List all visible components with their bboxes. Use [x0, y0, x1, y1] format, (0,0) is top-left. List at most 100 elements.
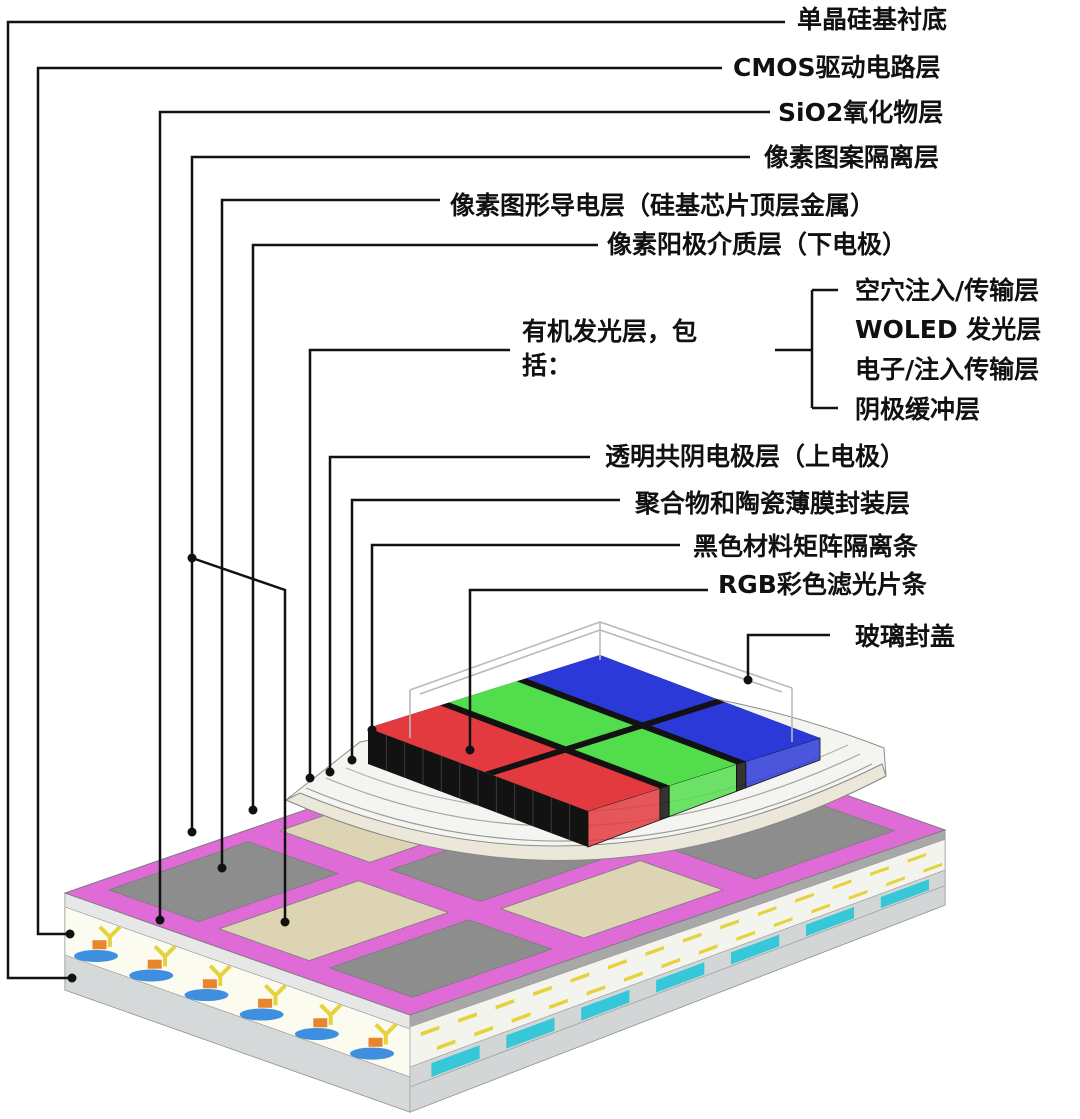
cyan-well: [506, 1017, 555, 1049]
circuit-yellow-via: [264, 984, 287, 1006]
yellow-metal-dash: [608, 959, 627, 970]
leader-encapsulation: [347, 498, 620, 765]
circuit-orange-contact: [258, 998, 273, 1008]
yellow-metal-dash: [795, 892, 814, 903]
yellow-metal-dash: [511, 1012, 531, 1023]
label-cmos: CMOS驱动电路层: [733, 53, 940, 82]
label-oxide: SiO2氧化物层: [778, 98, 943, 127]
pixel-electrode-cell: [218, 880, 450, 962]
yellow-metal-dash: [624, 971, 643, 982]
leader-oxide: [155, 110, 770, 925]
circuit-blue-well: [129, 969, 174, 982]
leader-conductive: [217, 198, 440, 873]
circuit-orange-contact: [147, 959, 162, 969]
label-glass: 玻璃封盖: [855, 622, 955, 651]
circuit-blue-well: [184, 989, 229, 1002]
cyan-well: [880, 879, 929, 909]
circuit-yellow-via: [153, 944, 177, 967]
color-filter-cell: [368, 705, 557, 772]
circuit-blue-well: [74, 949, 119, 962]
right-face-layers: [409, 829, 946, 1113]
label-color-filter: RGB彩色滤光片条: [718, 570, 928, 599]
cyan-well: [731, 934, 780, 965]
circuit-orange-contact: [92, 940, 107, 950]
cmos-circuit-detail: [64, 892, 411, 1113]
color-filter-cell: [493, 752, 660, 811]
leader-substrate: [6, 20, 785, 983]
circuit-orange-contact: [368, 1037, 383, 1047]
leader-cathode: [325, 455, 590, 777]
circuit-orange-contact: [202, 979, 217, 989]
cream-band: [284, 763, 887, 861]
circuit-blue-well: [239, 1008, 284, 1021]
label-conductive: 像素图形导电层（硅基芯片顶层金属）: [450, 191, 875, 220]
label-organic-sub-electron: 电子/注入传输层: [855, 355, 1039, 384]
yellow-metal-dash: [811, 903, 830, 914]
label-anode: 像素阳极介质层（下电极）: [607, 230, 907, 259]
yellow-metal-dash: [495, 999, 515, 1010]
yellow-metal-dash: [474, 1025, 493, 1037]
yellow-metal-dash: [570, 972, 590, 983]
label-organic-sub-woled: WOLED 发光层: [855, 315, 1041, 344]
leader-black-matrix: [367, 543, 680, 735]
pixel-electrode-cell: [499, 860, 725, 939]
rgb-color-filter-block: [368, 655, 821, 848]
yellow-metal-dash: [886, 876, 905, 887]
color-filter-cell: [574, 728, 737, 786]
label-substrate: 单晶硅基衬底: [797, 5, 947, 34]
label-black-matrix: 黑色材料矩阵隔离条: [693, 532, 919, 561]
yellow-metal-dash: [420, 1025, 440, 1037]
leader-glass: [743, 633, 830, 685]
cyan-well: [805, 906, 854, 937]
label-organic-sub-hole: 空穴注入/传输层: [855, 276, 1039, 305]
yellow-metal-dash: [549, 998, 568, 1010]
leader-cmos: [36, 66, 722, 939]
circuit-blue-well: [294, 1028, 339, 1041]
pixel-electrode-cell: [328, 919, 553, 998]
leader-organic: [305, 348, 510, 783]
organic-bracket: [775, 288, 838, 410]
pixel-electrode-cell: [107, 841, 340, 923]
circuit-yellow-via: [208, 964, 232, 986]
glass-cover-box: [409, 621, 793, 742]
label-cathode: 透明共阴电极层（上电极）: [605, 442, 905, 471]
leader-color-filter: [465, 588, 708, 755]
yellow-metal-dash: [586, 985, 606, 996]
label-organic-line1: 有机发光层，包: [522, 317, 697, 346]
circuit-yellow-via: [374, 1023, 398, 1045]
label-encapsulation: 聚合物和陶瓷薄膜封装层: [634, 489, 910, 518]
glass-inner-edge: [419, 629, 783, 695]
color-filter-side-segment: [736, 760, 747, 792]
yellow-metal-dash: [682, 932, 702, 943]
color-filter-cell: [449, 681, 634, 747]
circuit-yellow-via: [319, 1003, 343, 1025]
color-filter-side-segment: [659, 784, 670, 821]
cyan-well: [431, 1045, 480, 1077]
yellow-metal-dash: [907, 852, 927, 863]
circuit-yellow-via: [98, 925, 122, 947]
yellow-metal-dash: [870, 866, 889, 876]
yellow-metal-dash: [698, 944, 718, 955]
yellow-metal-dash: [736, 930, 756, 941]
color-filter-cell: [525, 655, 717, 723]
yellow-metal-dash: [458, 1012, 477, 1023]
leader-anode: [248, 243, 598, 815]
color-filter-cell: [651, 702, 820, 762]
label-isolation: 像素图案隔离层: [764, 143, 939, 172]
yellow-metal-dash: [533, 985, 552, 997]
label-organic-line2: 括：: [522, 351, 572, 380]
yellow-metal-dash: [645, 945, 665, 957]
cyan-well: [581, 989, 630, 1021]
cyan-well: [656, 962, 705, 993]
yellow-metal-dash: [832, 879, 852, 890]
circuit-blue-well: [350, 1047, 395, 1060]
yellow-metal-dash: [661, 957, 681, 969]
yellow-metal-dash: [773, 917, 793, 928]
circuit-orange-contact: [313, 1018, 328, 1028]
yellow-metal-dash: [757, 906, 777, 917]
yellow-metal-dash: [848, 889, 868, 900]
yellow-metal-dash: [436, 1039, 456, 1051]
yellow-metal-dash: [923, 862, 943, 873]
yellow-metal-dash: [720, 919, 739, 930]
